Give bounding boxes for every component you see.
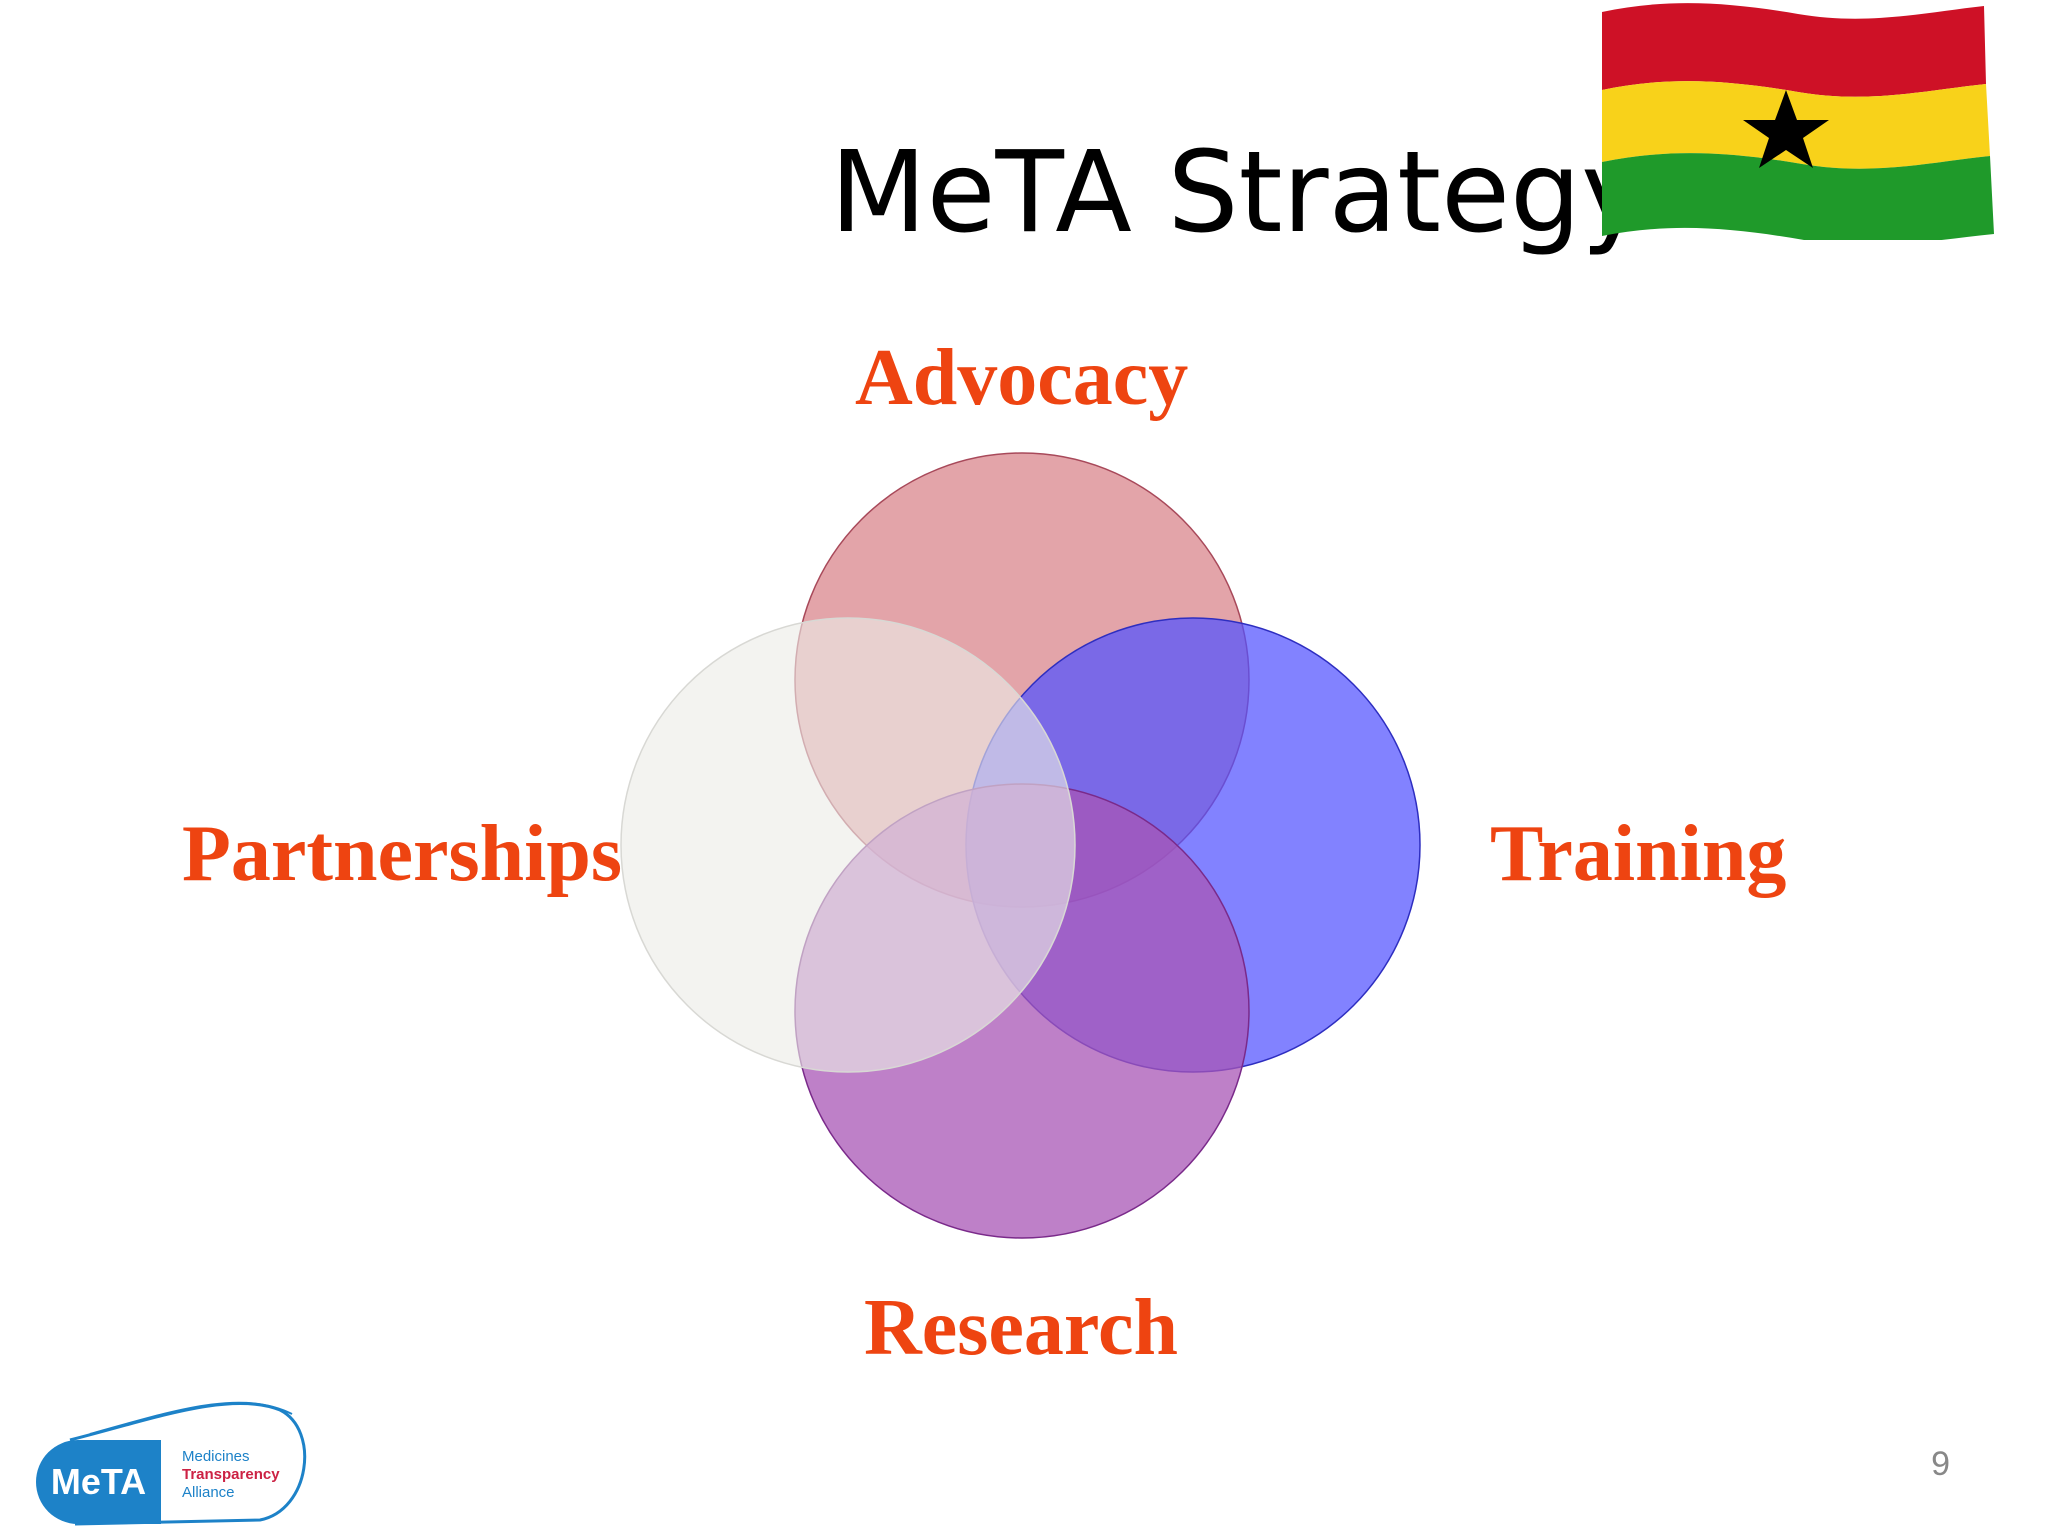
slide-title: MeTA Strategy [830, 128, 1648, 258]
label-training: Training [1490, 810, 1787, 898]
logo-line-1: Medicines [182, 1448, 250, 1465]
meta-logo: MeTA Medicines Transparency Alliance [30, 1390, 310, 1530]
page-number: 9 [1931, 1445, 1950, 1483]
flag-red-stripe [1602, 3, 1986, 97]
label-research: Research [864, 1284, 1178, 1372]
flag-green-stripe [1602, 153, 1994, 240]
flag-star-icon [1743, 90, 1829, 168]
ghana-flag-icon [1602, 3, 1994, 240]
logo-wordmark: MeTA [36, 1440, 161, 1524]
label-advocacy: Advocacy [855, 334, 1189, 422]
logo-line-2: Transparency [182, 1466, 280, 1483]
circle-partnerships [620, 617, 1076, 1073]
logo-subtitle: Medicines Transparency Alliance [182, 1448, 280, 1502]
label-partnerships: Partnerships [182, 810, 622, 898]
logo-line-3: Alliance [182, 1484, 235, 1501]
logo-outline-icon [69, 1401, 307, 1526]
